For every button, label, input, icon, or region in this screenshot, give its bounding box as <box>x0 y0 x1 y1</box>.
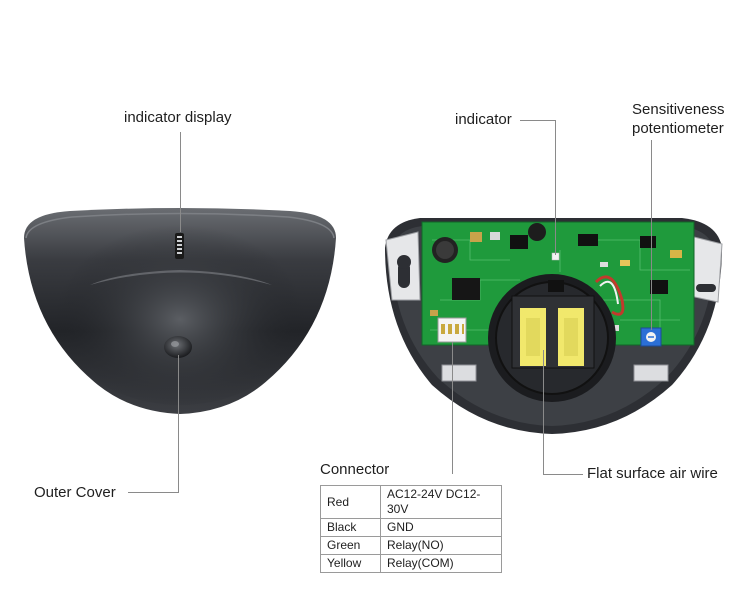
indicator-leader-line <box>555 120 556 255</box>
sensitiveness-label-line1: Sensitiveness <box>632 101 725 118</box>
table-row: Red AC12-24V DC12-30V <box>320 485 502 519</box>
wire-function-cell: Relay(NO) <box>380 536 502 555</box>
outer-cover-dome <box>24 208 336 414</box>
wire-color-cell: Green <box>320 536 381 555</box>
connector-table: Red AC12-24V DC12-30V Black GND Green Re… <box>320 485 502 573</box>
indicator-display-label: indicator display <box>124 109 232 126</box>
indicator-display-leader-line <box>180 132 181 232</box>
table-row: Green Relay(NO) <box>320 536 502 555</box>
indicator-leader-line-horizontal <box>520 120 555 121</box>
wire-function-cell: GND <box>380 518 502 537</box>
air-wire-leader-line <box>543 350 544 474</box>
wire-color-cell: Yellow <box>320 554 381 573</box>
air-wire-label: Flat surface air wire <box>587 465 718 482</box>
wire-color-cell: Black <box>320 518 381 537</box>
connector-title: Connector <box>320 461 390 478</box>
table-row: Black GND <box>320 518 502 537</box>
outer-cover-label: Outer Cover <box>34 484 116 501</box>
wire-color-cell: Red <box>320 485 381 519</box>
indicator-label: indicator <box>455 111 512 128</box>
open-sensor <box>385 218 723 434</box>
outer-cover-leader-line-horizontal <box>128 492 179 493</box>
outer-cover-leader-line <box>178 355 179 492</box>
sensitiveness-label-line2: potentiometer <box>632 120 724 137</box>
table-row: Yellow Relay(COM) <box>320 554 502 573</box>
sensitiveness-leader-line <box>651 140 652 330</box>
connector-leader-line <box>452 342 453 474</box>
air-wire-leader-line-horizontal <box>543 474 583 475</box>
wire-function-cell: Relay(COM) <box>380 554 502 573</box>
wire-function-cell: AC12-24V DC12-30V <box>380 485 502 519</box>
